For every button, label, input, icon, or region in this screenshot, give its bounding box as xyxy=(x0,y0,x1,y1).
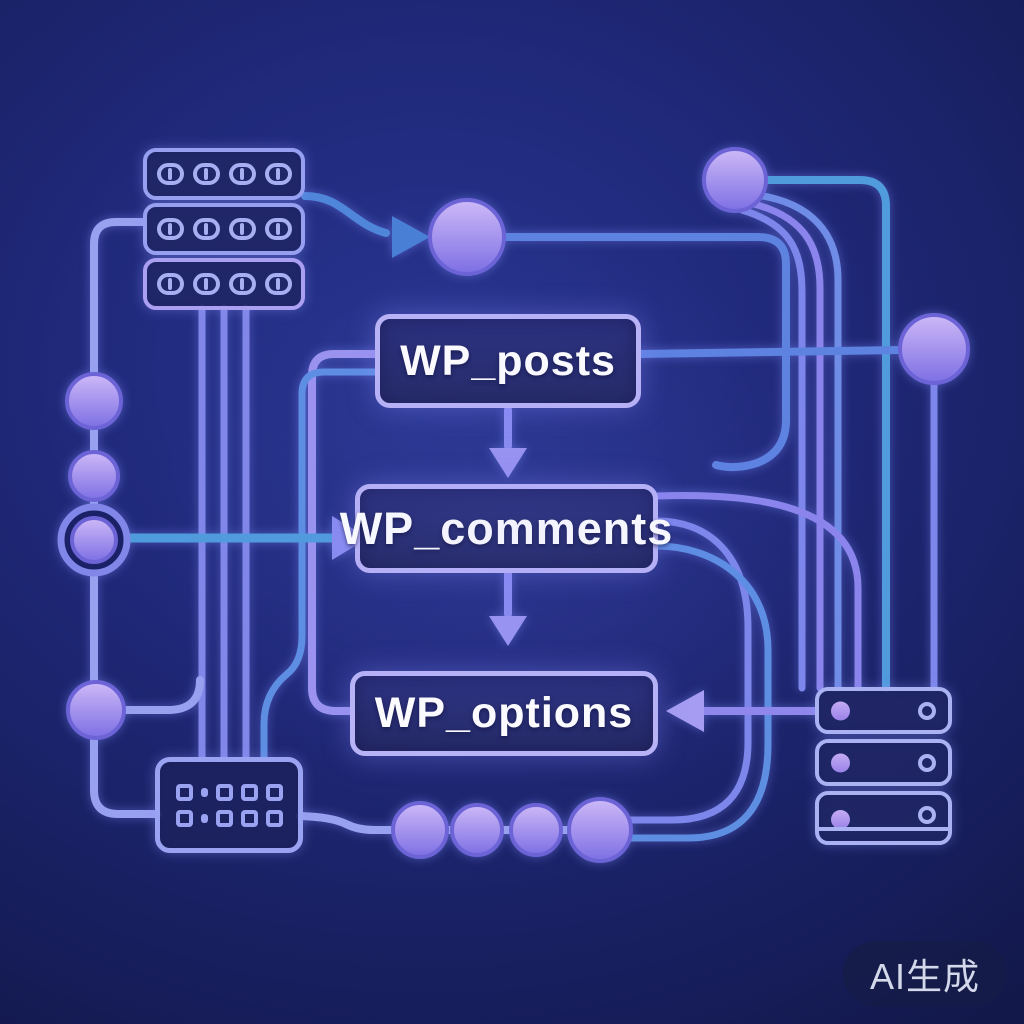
port-icon xyxy=(918,806,936,824)
bottom-row-line xyxy=(296,812,604,834)
key-icon xyxy=(175,809,193,827)
server-row xyxy=(143,258,305,310)
nodeB-sweep-lines xyxy=(738,191,842,692)
arrow-left-icon xyxy=(666,690,704,732)
led-icon xyxy=(831,810,850,829)
colon-dot-icon xyxy=(200,813,208,823)
port-icon xyxy=(156,273,184,295)
node-circle xyxy=(70,516,118,564)
key-icon xyxy=(215,809,233,827)
port-icon xyxy=(228,273,256,295)
server-row xyxy=(815,687,952,734)
server-row xyxy=(815,739,952,786)
node-circle xyxy=(702,147,768,213)
key-icon xyxy=(215,783,233,801)
node-circle xyxy=(428,198,506,276)
keypad-row xyxy=(175,809,283,827)
ai-generated-label: AI生成 xyxy=(870,956,981,997)
arrow-right-icon xyxy=(332,516,368,560)
table-box-wp-posts: WP_posts xyxy=(375,314,641,408)
port-icon xyxy=(228,163,256,185)
led-icon xyxy=(831,701,850,720)
server-row xyxy=(815,791,952,845)
node-circles xyxy=(57,147,970,863)
nodeA-hook-line xyxy=(500,233,790,472)
arrow-right-icon xyxy=(392,216,430,258)
port-icon xyxy=(264,163,292,185)
key-icon xyxy=(240,809,258,827)
port-icon xyxy=(918,701,936,720)
arrow-down-icon xyxy=(489,448,527,478)
comments-fan-lines xyxy=(626,492,862,842)
table-box-wp-comments: WP_comments xyxy=(340,484,672,573)
nodeB-server-line xyxy=(762,176,890,692)
table-box-wp-options: WP_options xyxy=(350,671,658,756)
key-icon xyxy=(240,783,258,801)
port-icon xyxy=(228,218,256,240)
colon-dot-icon xyxy=(200,787,208,797)
node-branch-line xyxy=(118,676,204,714)
rack-pins-lines xyxy=(198,304,250,761)
node-circle xyxy=(391,801,449,859)
port-icon xyxy=(192,163,220,185)
server-rack-right-icon xyxy=(815,687,952,845)
table-label: WP_comments xyxy=(339,502,674,554)
ai-generated-badge: AI生成 xyxy=(843,941,1008,1007)
keypad-row xyxy=(175,783,283,801)
node-circle xyxy=(450,803,504,857)
posts-keypad-line xyxy=(260,368,379,761)
posts-options-left-line xyxy=(308,350,379,715)
key-icon xyxy=(265,809,283,827)
led-icon xyxy=(831,753,850,772)
node-circle xyxy=(567,797,633,863)
port-icon xyxy=(264,218,292,240)
node-circle xyxy=(65,372,123,430)
port-icon xyxy=(918,753,936,772)
arrow-down-icon xyxy=(489,616,527,646)
port-icon xyxy=(264,273,292,295)
node-circle xyxy=(509,803,563,857)
table-label: WP_options xyxy=(374,689,634,737)
key-icon xyxy=(265,783,283,801)
table-label: WP_posts xyxy=(400,336,616,385)
server-divider xyxy=(818,827,949,831)
port-icon xyxy=(192,273,220,295)
key-icon xyxy=(175,783,193,801)
posts-nodeC-line xyxy=(636,346,904,358)
port-icon xyxy=(192,218,220,240)
server-rack-left-icon xyxy=(143,148,305,310)
rack-nodeA-line xyxy=(301,192,390,237)
node-circle xyxy=(898,313,970,385)
port-icon xyxy=(156,163,184,185)
node-circle xyxy=(68,450,120,502)
server-row xyxy=(143,148,305,200)
node-circle xyxy=(66,680,126,740)
control-panel-icon xyxy=(155,757,303,853)
port-icon xyxy=(156,218,184,240)
server-row xyxy=(143,203,305,255)
